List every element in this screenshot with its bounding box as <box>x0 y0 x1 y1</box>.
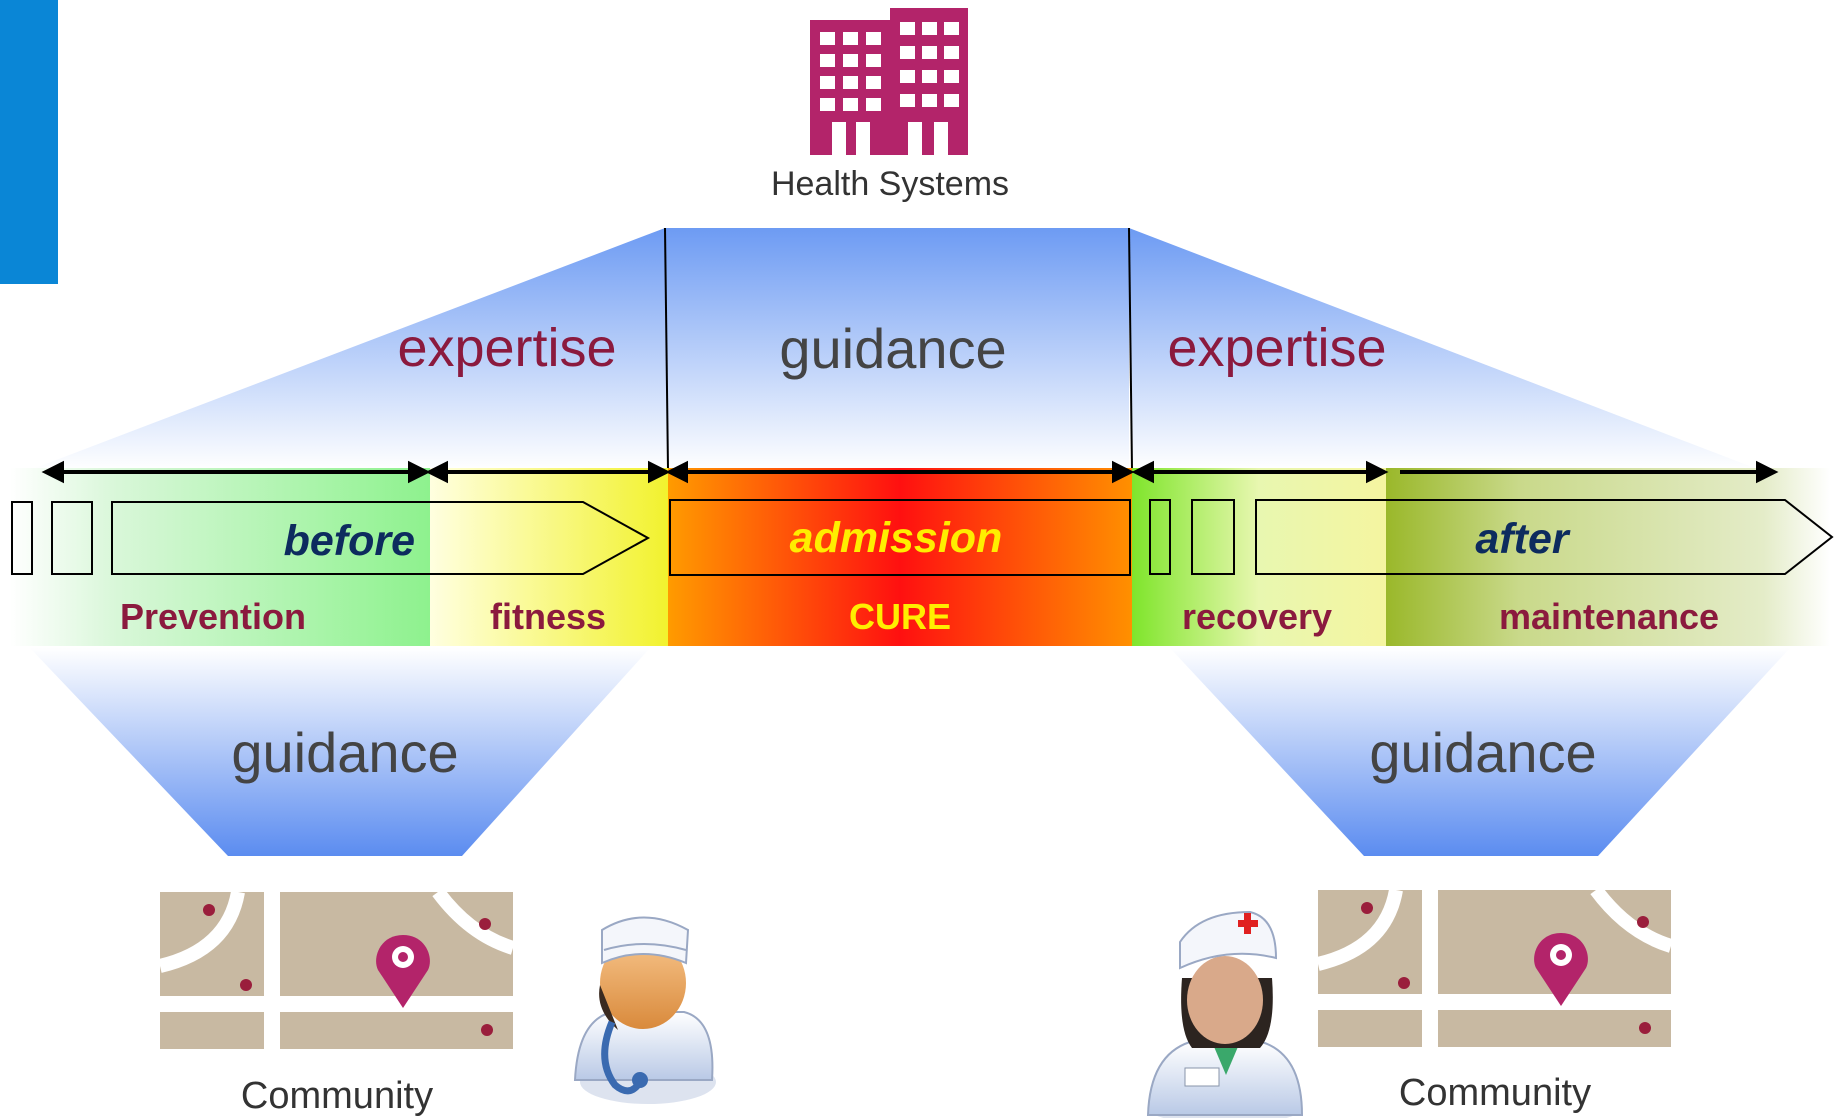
band-recovery <box>1132 468 1386 646</box>
band-maintenance <box>1386 468 1830 646</box>
doctor-icon <box>573 916 716 1104</box>
funnel-divider-right <box>1128 227 1133 471</box>
guidance-bottom-left-label: guidance <box>231 721 458 784</box>
map-pin-icon <box>376 935 430 1008</box>
sidebar-accent <box>0 0 58 284</box>
funnel-bottom-right <box>1170 648 1790 856</box>
admission-label: admission <box>790 514 1003 562</box>
guidance-center-label: guidance <box>779 317 1006 380</box>
community-right-label: Community <box>1399 1072 1591 1114</box>
community-map-left <box>158 887 516 1049</box>
stage-cure: CURE <box>849 596 951 637</box>
timeline-band <box>10 468 1830 646</box>
community-map-right <box>1316 885 1674 1047</box>
stage-prevention: Prevention <box>120 596 306 637</box>
stage-recovery: recovery <box>1182 596 1332 637</box>
after-label: after <box>1475 515 1570 563</box>
stage-maintenance: maintenance <box>1499 596 1719 637</box>
expertise-right-label: expertise <box>1167 318 1386 378</box>
before-arrow-outline <box>11 501 651 575</box>
after-arrow-outline <box>1149 499 1834 575</box>
guidance-bottom-right-label: guidance <box>1369 721 1596 784</box>
funnel-left-expertise <box>30 228 670 470</box>
admission-box <box>669 499 1131 576</box>
map-pin-icon <box>1534 933 1588 1006</box>
before-label: before <box>284 517 415 565</box>
band-cure <box>668 468 1132 646</box>
stage-fitness: fitness <box>490 596 606 637</box>
nurse-icon <box>1146 910 1304 1118</box>
community-left-label: Community <box>241 1075 433 1117</box>
funnel-right-expertise <box>1129 228 1760 470</box>
band-prevention <box>10 468 430 646</box>
timeline-arrows <box>41 460 1779 484</box>
funnel-center-guidance <box>665 228 1129 470</box>
health-systems-label: Health Systems <box>771 165 1009 203</box>
building-icon <box>810 8 968 155</box>
band-fitness <box>430 468 668 646</box>
funnel-divider-left <box>664 227 669 471</box>
funnel-bottom-left <box>30 648 650 856</box>
expertise-left-label: expertise <box>397 318 616 378</box>
